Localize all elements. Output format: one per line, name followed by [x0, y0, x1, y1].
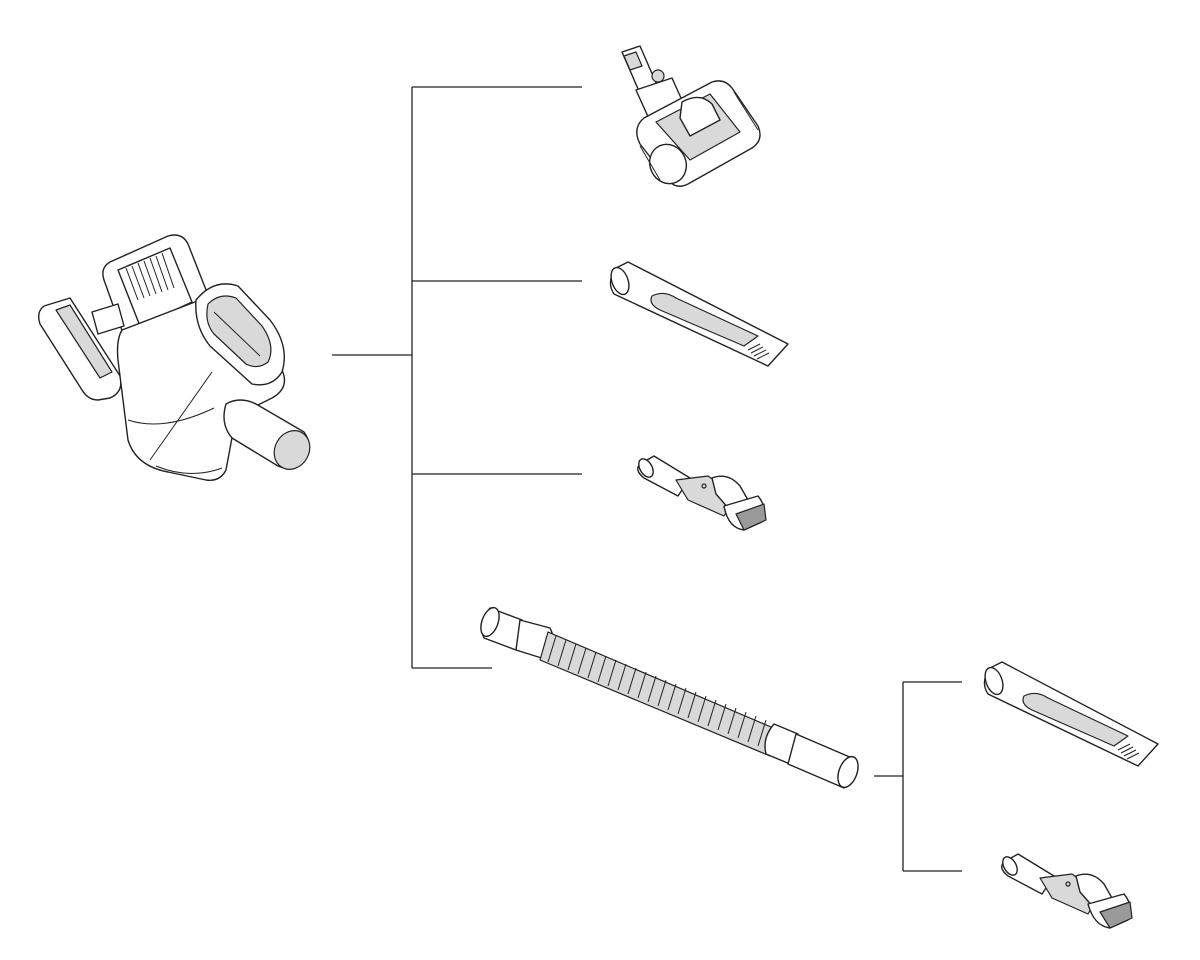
hose-connector	[874, 681, 962, 872]
dusting-brush-icon	[637, 455, 767, 531]
main-connector	[332, 86, 582, 669]
dusting-brush-icon	[1001, 853, 1133, 929]
crevice-tool-icon	[609, 261, 789, 367]
handheld-vacuum-icon	[37, 234, 311, 481]
crevice-tool-icon	[983, 661, 1159, 767]
flexible-hose-icon	[480, 606, 859, 789]
floor-brush-icon	[621, 45, 761, 187]
